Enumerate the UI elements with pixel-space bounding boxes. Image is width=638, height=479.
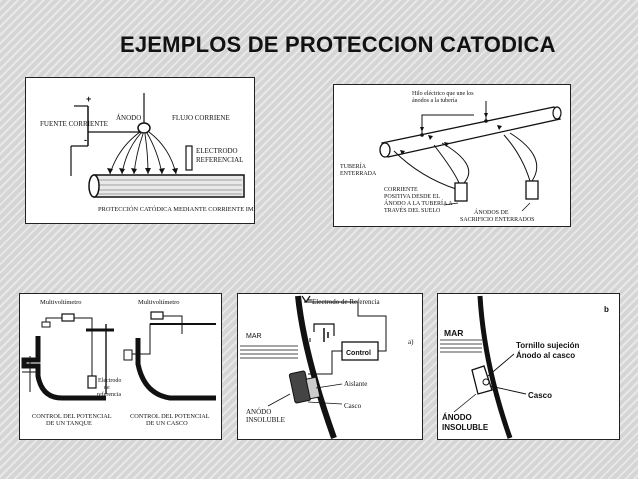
wire-label-2: ánodos a la tubería (412, 98, 457, 104)
pipe-label-2: ENTERRADA (340, 171, 377, 177)
electrode-label-1: ELECTRODO (196, 147, 238, 155)
anode-label-2: INSOLUBLE (246, 416, 285, 424)
caption-left-1: CONTROL DEL POTENCIAL (32, 413, 112, 420)
current-label-1: CORRIENTE (384, 187, 418, 193)
potential-control-diagram: Multivoltímetro Multivoltímetro Electrod… (19, 293, 222, 440)
hull-label: Casco (528, 391, 552, 400)
caption-right-1: CONTROL DEL POTENCIAL (130, 413, 210, 420)
current-label-4: TRAVÉS DEL SUELO (384, 206, 441, 214)
wire-label-1: Hilo eléctrico que une los (412, 91, 474, 97)
slide-title: EJEMPLOS DE PROTECCION CATODICA (120, 32, 556, 57)
meter-left-label: Multivoltímetro (40, 299, 82, 306)
electrode-label-2: REFERENCIAL (196, 156, 243, 164)
anodes-label-2: SACRIFICIO ENTERRADOS (460, 217, 535, 223)
impressed-current-diagram: FUENTE CORRIENTE + - ÁNODO FLUJO CORRIEN… (25, 77, 255, 224)
caption-right-2: DE UN CASCO (146, 420, 188, 427)
source-label: FUENTE CORRIENTE (40, 120, 108, 128)
plus-sign: + (86, 94, 91, 104)
electrode-label-2: de (104, 385, 110, 391)
panel1-caption: PROTECCIÓN CATÓDICA MEDIANTE CORRIENTE I… (98, 205, 254, 213)
hull-insoluble-anode-diagram-a: Electrodo de Referencia MAR a) Control A… (237, 293, 423, 440)
ref-electrode-label: Electrodo de Referencia (312, 298, 381, 306)
current-label-2: POSITIVA DESDE EL (384, 194, 440, 200)
anode-label-2: INSOLUBLE (442, 423, 489, 432)
anodes-label-1: ÁNODOS DE (474, 208, 509, 216)
anode-label-1: ÁNODO (442, 413, 472, 422)
sea-label: MAR (444, 328, 463, 338)
anode-label-1: ANÓDO (246, 408, 271, 416)
pipe-label-1: TUBERÍA (340, 162, 367, 170)
anode-label: ÁNODO (116, 114, 141, 122)
sea-label: MAR (246, 333, 262, 340)
electrode-label-3: referencia (97, 391, 121, 398)
flow-label: FLUJO CORRIENE (172, 114, 230, 122)
caption-left-2: DE UN TANQUE (46, 420, 92, 427)
insulator-label: Aislante (344, 380, 367, 388)
bolt-label-2: Ánodo al casco (516, 351, 575, 360)
current-label-3: ÁNODO A LA TUBERÍA A (384, 199, 453, 207)
sacrificial-anodes-diagram: Hilo eléctrico que une los ánodos a la t… (333, 84, 571, 227)
hull-label: Casco (344, 402, 362, 410)
minus-sign: - (84, 135, 87, 145)
control-label: Control (346, 350, 371, 357)
part-a-label: a) (408, 338, 414, 346)
bolt-label-1: Tornillo sujeción (516, 341, 580, 350)
meter-right-label: Multivoltímetro (138, 299, 180, 306)
electrode-label-1: Electrodo (98, 378, 121, 384)
part-b-label: b (604, 305, 609, 314)
hull-insoluble-anode-diagram-b: b MAR Tornillo sujeción Ánodo al casco C… (437, 293, 620, 440)
